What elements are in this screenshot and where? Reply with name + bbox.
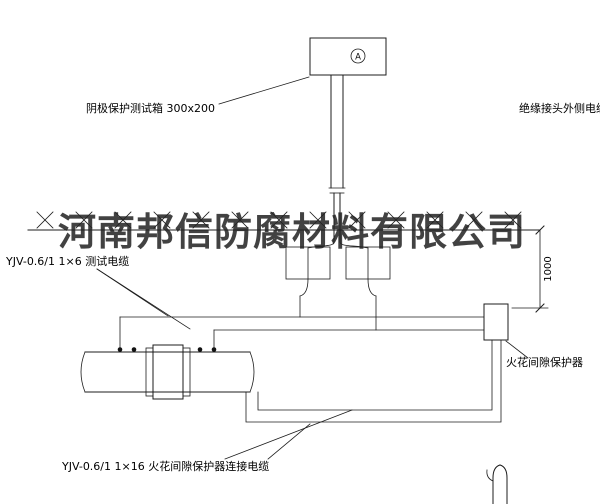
riser-hook: [486, 469, 494, 482]
connection-cable-leader-2: [267, 423, 311, 460]
cable-hook-right: [367, 278, 377, 297]
test-box-label: 阴极保护测试箱 300x200: [86, 101, 215, 115]
cable-hook-left: [299, 278, 309, 297]
cable-bond-4: [211, 347, 217, 352]
riser-symbol: [486, 464, 508, 504]
ammeter-letter: A: [355, 53, 361, 63]
spark-gap-cables: [245, 339, 502, 423]
test-box-group: A: [309, 37, 387, 76]
flange-left: [145, 347, 154, 397]
spark-gap-protector-box: [483, 303, 509, 341]
ammeter-icon: [350, 48, 366, 64]
dim-tick-bottom: [535, 303, 545, 313]
connection-cable-leader-1: [224, 409, 353, 460]
leader-lines: [96, 76, 529, 460]
test-box: [309, 37, 387, 76]
dimension-1000: 1000: [511, 225, 554, 313]
connection-cable-label: YJV-0.6/1 1×16 火花间隙保护器连接电缆: [61, 459, 269, 473]
cable-runs: [119, 316, 485, 350]
buried-cables: [299, 241, 377, 331]
spark-gap-protector-label: 火花间隙保护器: [506, 355, 583, 369]
dimension-text: 1000: [543, 256, 554, 281]
pipe-end-left: [80, 351, 86, 393]
cable-bond-2: [131, 347, 137, 352]
cable-bond-1: [117, 347, 123, 352]
test-cable-label: YJV-0.6/1 1×6 测试电缆: [5, 255, 129, 268]
pipe-end-right: [249, 351, 255, 393]
insulating-joint: [152, 344, 184, 400]
pipe-group: [80, 344, 255, 400]
insulated-joint-outer-cable-label: 绝缘接头外侧电缆: [519, 101, 600, 115]
conduit: [328, 74, 346, 243]
test-cable-leader-2: [96, 268, 191, 330]
spark-gap-leader: [505, 340, 529, 359]
dim-tick-top: [535, 225, 545, 235]
ground-line-group: [27, 211, 541, 231]
test-box-leader: [218, 76, 310, 105]
flange-right: [182, 347, 191, 397]
cable-bond-3: [197, 347, 203, 352]
watermark-text: 河南邦信防腐材料有限公司: [58, 212, 526, 254]
